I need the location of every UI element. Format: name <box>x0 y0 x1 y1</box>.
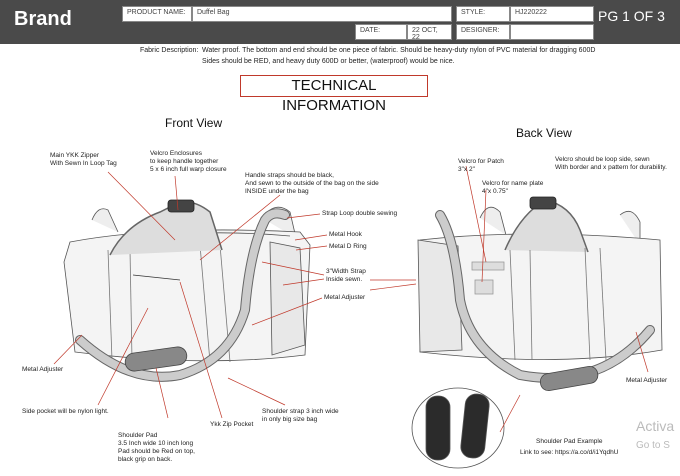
activation-watermark-line2: Go to S <box>636 440 670 451</box>
annotation-zip-pocket: Ykk Zip Pocket <box>210 421 254 428</box>
annotation-main-zipper: Main YKK Zipper With Sewn In Loop Tag <box>50 152 117 167</box>
front-bag-illustration <box>63 199 311 382</box>
page-indicator: PG 1 OF 3 <box>598 8 665 24</box>
annotation-metal-adjuster-left: Metal Adjuster <box>22 366 64 373</box>
activation-watermark-line1: Activa <box>636 418 675 434</box>
annotation-handle-straps: Handle straps should be black, And sewn … <box>245 172 379 195</box>
shoulder-pad-example <box>411 387 505 469</box>
annotation-link[interactable]: Link to see: https://a.co/d/i1YqdhU <box>520 449 619 456</box>
shoulder-pad-back-icon <box>460 393 490 459</box>
annotation-velcro-name-plate: Velcro for name plate 4"x 0.75" <box>482 180 544 195</box>
product-name-label: PRODUCT NAME: <box>122 6 192 22</box>
annotation-strap-loop: Strap Loop double sewing <box>322 210 398 217</box>
annotation-leaders <box>53 165 649 433</box>
fabric-line-2: Sides should be RED, and heavy duty 600D… <box>202 58 455 65</box>
annotation-strap-width: 3"Width Strap Inside sewn. <box>326 268 366 283</box>
annotation-metal-hook: Metal Hook <box>329 231 362 238</box>
technical-information-title: TECHNICAL INFORMATION <box>240 75 428 114</box>
annotation-velcro-patch: Velcro for Patch 3"x 2" <box>458 158 504 173</box>
date-label: DATE: <box>355 24 407 40</box>
style-value: HJ220222 <box>510 6 594 22</box>
annotation-velcro-enclosures: Velcro Enclosures to keep handle togethe… <box>150 150 227 173</box>
fabric-line-1: Water proof. The bottom and end should b… <box>202 47 596 54</box>
date-value: 22 OCT, 22 <box>407 24 452 41</box>
annotation-back-metal-adjuster: Metal Adjuster <box>626 377 668 384</box>
annotation-side-pocket: Side pocket will be nylon light. <box>22 408 109 415</box>
back-view-title: Back View <box>516 126 572 140</box>
style-label: STYLE: <box>456 6 510 22</box>
product-name-value: Duffel Bag <box>192 6 452 22</box>
designer-label: DESIGNER: <box>456 24 510 40</box>
shoulder-pad-front-icon <box>425 395 451 461</box>
annotation-metal-adjuster-right: Metal Adjuster <box>324 294 366 301</box>
annotation-velcro-loop-side: Velcro should be loop side, sewn With bo… <box>555 156 667 171</box>
designer-value <box>510 24 594 40</box>
brand-logo: Brand <box>14 8 72 30</box>
annotation-metal-d-ring: Metal D Ring <box>329 243 367 250</box>
annotation-shoulder-strap: Shoulder strap 3 inch wide in only big s… <box>262 408 339 423</box>
fabric-label: Fabric Description: <box>140 47 199 54</box>
header-bar: Brand PRODUCT NAME: Duffel Bag DATE: 22 … <box>0 0 680 44</box>
front-view-title: Front View <box>165 116 223 130</box>
back-bag-illustration <box>417 196 663 392</box>
annotation-shoulder-pad: Shoulder Pad 3.5 Inch wide 10 inch long … <box>118 432 195 463</box>
annotation-shoulder-pad-example: Shoulder Pad Example <box>536 438 603 445</box>
